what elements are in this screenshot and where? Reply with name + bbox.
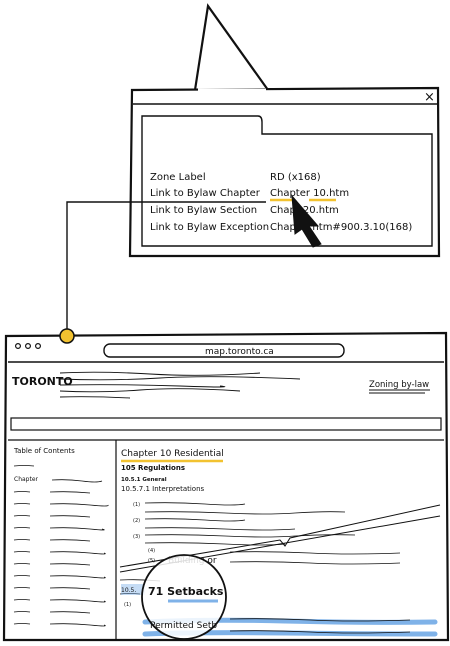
bylaw-section-key: Link to Bylaw Section (150, 205, 257, 216)
popup-tail (193, 3, 269, 91)
item-5: (5) (148, 558, 155, 564)
toc-list (13, 465, 109, 627)
subsection-10571: 10.5.7.1 Interpretations (121, 485, 205, 493)
window-dot-icon[interactable] (15, 343, 22, 350)
section-105: 105 Regulations (121, 464, 185, 472)
connector-dot-icon (59, 328, 75, 344)
browser-frame (2, 331, 450, 642)
item-3: (3) (133, 534, 140, 540)
address-bar[interactable] (103, 343, 345, 358)
url-text: map.toronto.ca (205, 347, 274, 357)
toronto-logo: TORONTO (12, 375, 73, 388)
item-1: (1) (133, 502, 140, 508)
pointer-arrow-icon (291, 194, 322, 248)
zoning-bylaw-link[interactable]: Zoning by-law (369, 380, 429, 390)
setbacks-number: 10.5. (121, 587, 136, 594)
window-dot-icon[interactable] (25, 343, 32, 350)
sketch-line (119, 504, 441, 568)
permitted-label: Permitted Setb (150, 621, 217, 631)
body-scribble (119, 502, 401, 595)
setbacks-sub: (1) (124, 602, 131, 608)
zone-label-key: Zone Label (150, 172, 206, 183)
connector-line (66, 201, 266, 335)
setbacks-scribble (229, 618, 411, 634)
bylaw-exception-link[interactable]: Chapt 3.htm#900.3.10(168) (270, 222, 412, 233)
zone-popup: × Zone Label RD (x168) Link to Bylaw Cha… (128, 3, 441, 258)
window-dot-icon[interactable] (34, 343, 41, 350)
magnifier-lens (141, 554, 227, 640)
item-4: (4) (148, 548, 155, 554)
chapter-title: Chapter 10 Residential (121, 449, 224, 459)
popup-tab-panel (141, 115, 433, 247)
browser-window: map.toronto.ca TORONTO Zoning by-law Tab… (2, 328, 450, 642)
bylaw-chapter-key: Link to Bylaw Chapter (150, 188, 261, 199)
setbacks-num-highlight (121, 584, 145, 595)
nav-bar[interactable] (10, 417, 442, 431)
header-scribble (59, 371, 301, 399)
close-icon[interactable]: × (424, 90, 435, 105)
zone-label-value: RD (x168) (270, 172, 321, 183)
subsection-1051: 10.5.1 General (121, 477, 167, 483)
popup-frame (128, 86, 441, 258)
toc-item-chapter[interactable]: Chapter (14, 476, 39, 483)
setbacks-heading: 71 Setbacks (148, 585, 224, 598)
bylaw-exception-key: Link to Bylaw Exception (150, 222, 269, 233)
toc-title: Table of Contents (13, 447, 75, 455)
item-2: (2) (133, 518, 140, 524)
bylaw-chapter-link[interactable]: Chapter 10.htm (270, 188, 349, 199)
